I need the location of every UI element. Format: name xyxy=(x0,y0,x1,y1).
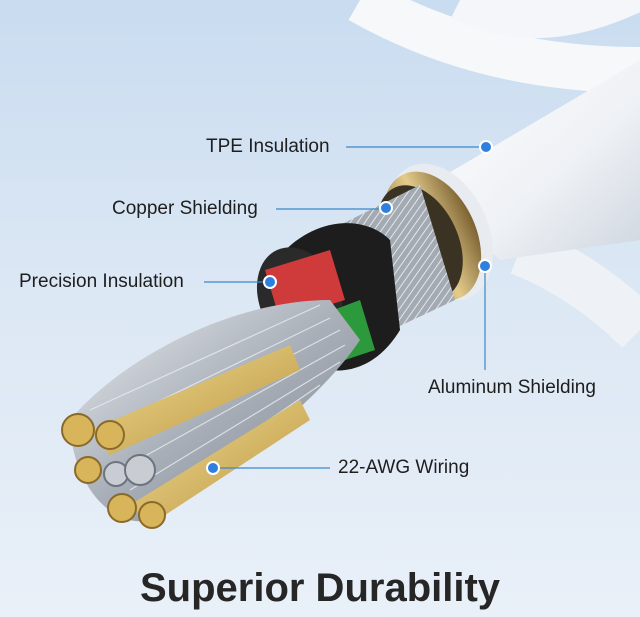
cable-loop-1 xyxy=(348,0,640,93)
strand-ends xyxy=(61,413,166,529)
marker-dot xyxy=(479,140,493,154)
callout-lines xyxy=(204,146,486,469)
marker-dot xyxy=(478,259,492,273)
label-tpe-insulation: TPE Insulation xyxy=(206,136,330,157)
cable-loop-2 xyxy=(451,0,640,39)
label-precision-insulation: Precision Insulation xyxy=(19,271,184,292)
marker-dot xyxy=(379,201,393,215)
gold-strands-1 xyxy=(90,345,300,455)
label-copper-shielding: Copper Shielding xyxy=(112,198,258,219)
marker-dot xyxy=(206,461,220,475)
callout-dots xyxy=(206,140,493,475)
cable-loop-3 xyxy=(510,226,640,348)
headline: Superior Durability xyxy=(139,566,501,610)
label-aluminum-shielding: Aluminum Shielding xyxy=(428,377,596,398)
silver-strands xyxy=(70,300,360,522)
gold-strands-2 xyxy=(130,400,310,525)
label-22awg-wiring: 22-AWG Wiring xyxy=(338,457,470,478)
marker-dot xyxy=(263,275,277,289)
